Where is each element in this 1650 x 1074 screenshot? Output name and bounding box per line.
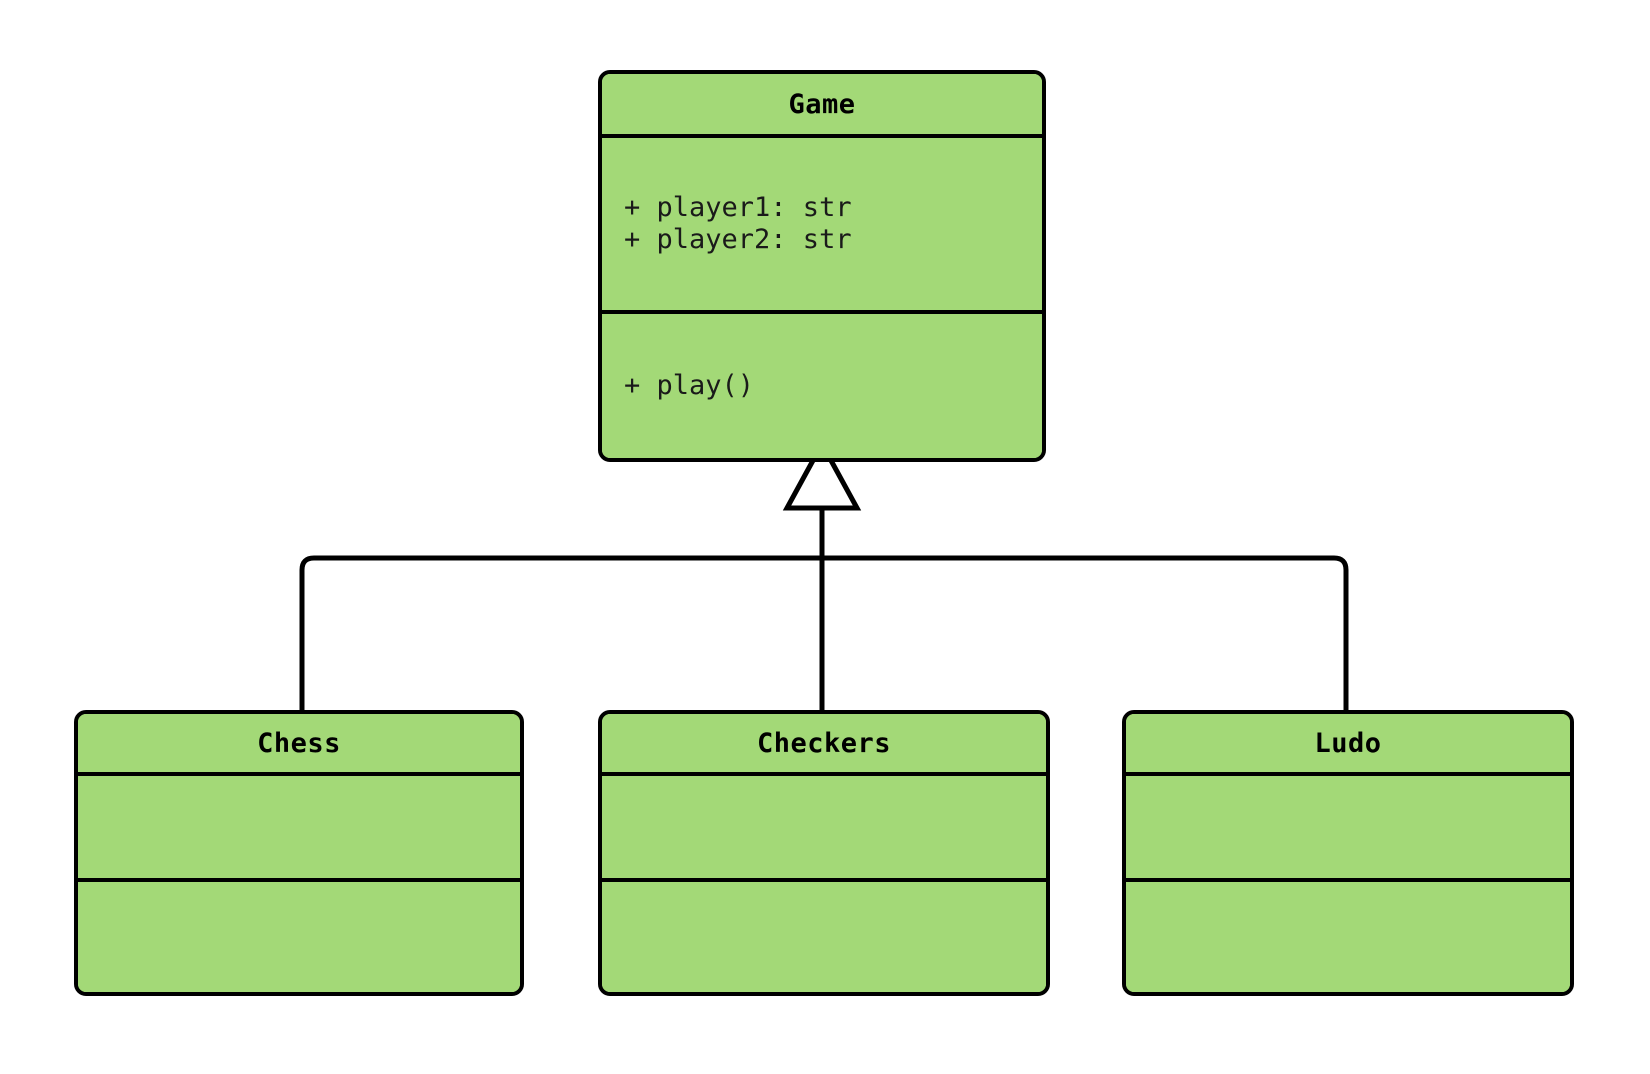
methods-compartment: + play()	[602, 314, 1042, 458]
attributes-compartment	[602, 776, 1046, 882]
uml-class-game[interactable]: Game + player1: str + player2: str + pla…	[598, 70, 1046, 462]
method-row: + play()	[624, 370, 755, 402]
methods-compartment	[1126, 882, 1570, 992]
class-name-compartment: Chess	[78, 714, 520, 776]
uml-class-chess[interactable]: Chess	[74, 710, 524, 996]
attributes-compartment: + player1: str + player2: str	[602, 138, 1042, 314]
uml-class-checkers[interactable]: Checkers	[598, 710, 1050, 996]
class-name-compartment: Game	[602, 74, 1042, 138]
methods-compartment	[78, 882, 520, 992]
class-name-compartment: Ludo	[1126, 714, 1570, 776]
generalization-bus	[299, 555, 1349, 712]
class-name-label: Checkers	[756, 727, 892, 759]
class-name-label: Ludo	[1314, 727, 1382, 759]
attributes-compartment	[78, 776, 520, 882]
class-name-label: Game	[788, 88, 856, 120]
attribute-row: + player2: str	[624, 224, 852, 255]
attribute-row: + player1: str	[624, 192, 852, 224]
class-name-label: Chess	[257, 727, 341, 759]
class-name-compartment: Checkers	[602, 714, 1046, 776]
attributes-compartment	[1126, 776, 1570, 882]
uml-class-ludo[interactable]: Ludo	[1122, 710, 1574, 996]
methods-compartment	[602, 882, 1046, 992]
